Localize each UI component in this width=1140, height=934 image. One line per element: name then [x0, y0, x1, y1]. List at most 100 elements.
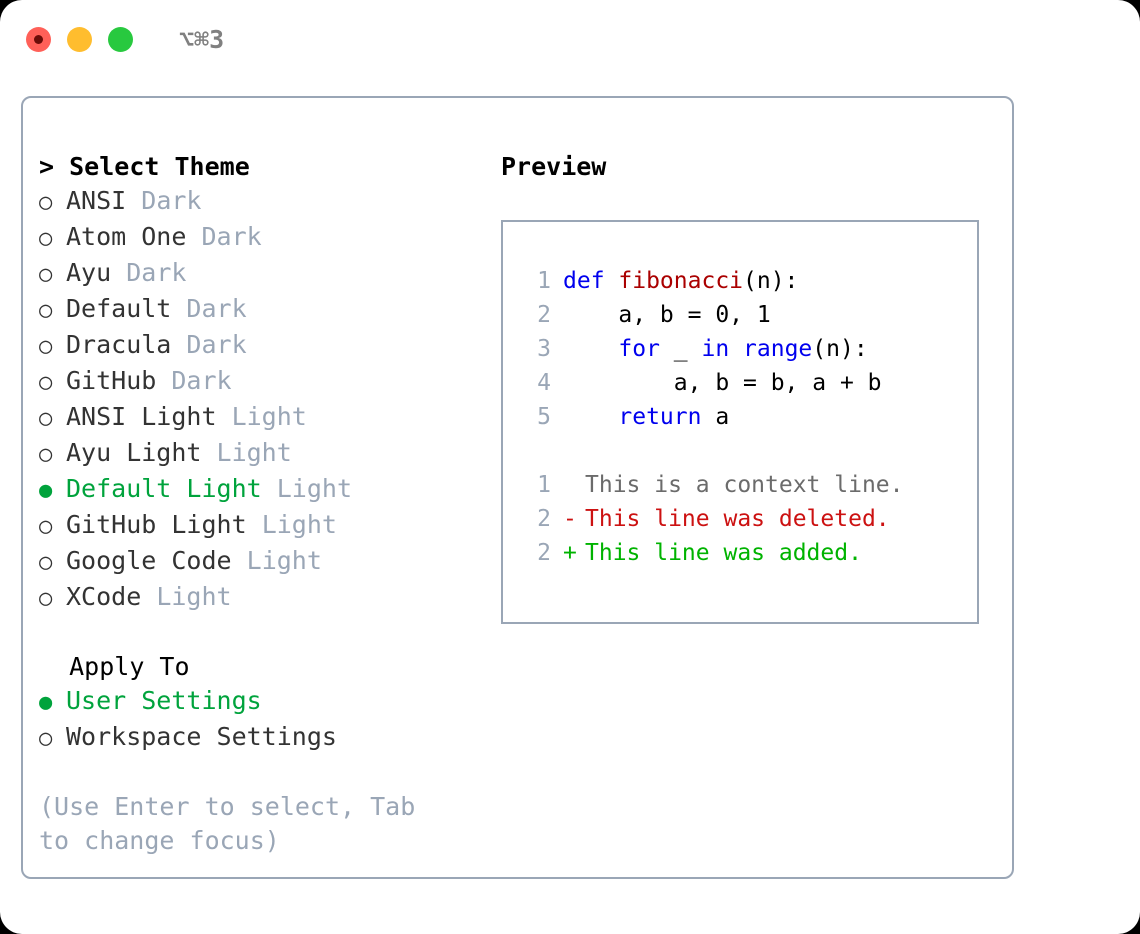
diff-line: 1 This is a context line. — [521, 468, 977, 502]
code-token: a — [701, 404, 730, 430]
keyboard-hint-text: (Use Enter to select, Tab to change focu… — [39, 792, 431, 855]
line-number: 2 — [537, 302, 551, 328]
select-theme-header-label: Select Theme — [69, 152, 250, 181]
theme-option-variant: Light — [216, 438, 292, 467]
radio-unselected-icon: ○ — [39, 726, 53, 751]
code-line: 4 a, b = b, a + b — [521, 366, 977, 400]
radio-unselected-icon: ○ — [39, 406, 53, 431]
diff-line: 2-This line was deleted. — [521, 502, 977, 536]
theme-option-variant: Light — [261, 510, 337, 539]
theme-option-variant: Dark — [186, 330, 247, 359]
theme-option-github[interactable]: ○ GitHub Dark — [39, 364, 489, 400]
theme-option-label: GitHub Light — [66, 510, 247, 539]
theme-option-label: Atom One — [66, 222, 187, 251]
theme-option-label: Dracula — [66, 330, 172, 359]
code-text: return a — [563, 400, 729, 434]
radio-unselected-icon: ○ — [39, 370, 53, 395]
radio-unselected-icon: ○ — [39, 550, 53, 575]
minimize-dot[interactable] — [67, 26, 92, 52]
code-line: 2 a, b = 0, 1 — [521, 298, 977, 332]
code-text: for _ in range(n): — [563, 332, 868, 366]
theme-option-ayu-light[interactable]: ○ Ayu Light Light — [39, 436, 489, 472]
theme-option-ansi-light[interactable]: ○ ANSI Light Light — [39, 400, 489, 436]
theme-option-variant: Dark — [126, 258, 187, 287]
line-number: 1 — [537, 268, 551, 294]
focus-prompt-icon: > — [39, 152, 55, 181]
theme-option-label: Google Code — [66, 546, 232, 575]
code-token: range — [743, 336, 813, 362]
theme-option-variant: Dark — [171, 366, 232, 395]
apply-to-option-label: User Settings — [66, 686, 262, 715]
theme-option-label: ANSI Light — [66, 402, 217, 431]
code-token — [563, 336, 618, 362]
line-number: 2 — [537, 506, 551, 532]
theme-option-label: Ayu Light — [66, 438, 202, 467]
theme-option-variant: Light — [156, 582, 232, 611]
code-token: a, b = 0, 1 — [563, 302, 771, 328]
code-line: 5 return a — [521, 400, 977, 434]
diff-line: 2+This line was added. — [521, 536, 977, 570]
apply-to-header: > Apply To — [39, 650, 489, 684]
preview-title: Preview — [501, 152, 607, 181]
diff-text: This line was deleted. — [585, 506, 890, 532]
code-diff-spacer — [521, 434, 977, 468]
radio-unselected-icon: ○ — [39, 190, 53, 215]
code-text: a, b = 0, 1 — [563, 298, 771, 332]
line-number: 5 — [537, 404, 551, 430]
theme-option-ayu[interactable]: ○ Ayu Dark — [39, 256, 489, 292]
code-token: _ — [659, 336, 702, 362]
close-dot[interactable] — [26, 26, 51, 52]
code-token: a, b = b, a + b — [563, 370, 882, 396]
theme-option-dracula[interactable]: ○ Dracula Dark — [39, 328, 489, 364]
theme-option-variant: Dark — [141, 186, 202, 215]
apply-to-option-label: Workspace Settings — [66, 722, 337, 751]
code-line: 3 for _ in range(n): — [521, 332, 977, 366]
keyboard-shortcut-label: ⌥⌘3 — [179, 24, 225, 54]
theme-option-label: ANSI — [66, 186, 127, 215]
radio-unselected-icon: ○ — [39, 262, 53, 287]
code-token: (n): — [812, 336, 868, 362]
theme-option-variant: Light — [246, 546, 322, 575]
apply-to-option-user-settings[interactable]: ●User Settings — [39, 684, 489, 720]
line-number: 2 — [537, 540, 551, 566]
theme-option-variant: Light — [276, 474, 352, 503]
radio-unselected-icon: ○ — [39, 334, 53, 359]
theme-option-google-code[interactable]: ○ Google Code Light — [39, 544, 489, 580]
code-token: fibonacci — [618, 268, 744, 294]
theme-option-label: GitHub — [66, 366, 157, 395]
code-text: def fibonacci(n): — [563, 264, 798, 298]
theme-option-variant: Light — [231, 402, 307, 431]
maximize-dot[interactable] — [108, 26, 133, 52]
diff-preview: 1 This is a context line.2-This line was… — [521, 468, 977, 570]
theme-option-label: XCode — [66, 582, 142, 611]
radio-unselected-icon: ○ — [39, 442, 53, 467]
theme-option-label: Default Light — [66, 474, 262, 503]
theme-option-ansi[interactable]: ○ ANSI Dark — [39, 184, 489, 220]
select-theme-header: > Select Theme — [39, 150, 489, 184]
diff-marker: - — [563, 506, 577, 532]
apply-to-list: ●User Settings ○ Workspace Settings — [39, 684, 489, 756]
line-number: 3 — [537, 336, 551, 362]
code-line: 1 def fibonacci(n): — [521, 264, 977, 298]
code-text: a, b = b, a + b — [563, 366, 882, 400]
theme-option-label: Ayu — [66, 258, 112, 287]
code-token: (n): — [743, 268, 799, 294]
radio-selected-icon: ● — [39, 478, 53, 503]
apply-to-option-workspace-settings[interactable]: ○ Workspace Settings — [39, 720, 489, 756]
diff-text: This is a context line. — [585, 472, 904, 498]
theme-option-variant: Dark — [186, 294, 247, 323]
diff-marker — [563, 468, 585, 502]
code-token: def — [563, 268, 619, 294]
theme-option-default-light[interactable]: ● Default Light Light — [39, 472, 489, 508]
diff-marker: + — [563, 540, 577, 566]
radio-unselected-icon: ○ — [39, 226, 53, 251]
